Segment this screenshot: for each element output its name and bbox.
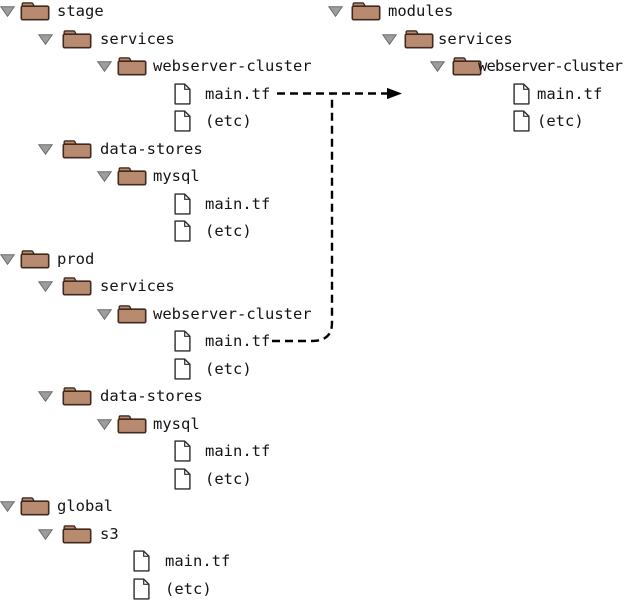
folder-label: services bbox=[100, 29, 175, 48]
folder-label: mysql bbox=[153, 414, 200, 433]
file-icon bbox=[174, 192, 191, 215]
folder-icon bbox=[117, 414, 147, 434]
folder-row-s3[interactable]: s3 bbox=[0, 521, 630, 547]
folder-label: global bbox=[57, 497, 113, 515]
file-row-etc[interactable]: (etc) bbox=[0, 108, 630, 134]
triangle-down-icon[interactable] bbox=[37, 528, 54, 540]
file-icon bbox=[174, 82, 191, 105]
file-icon bbox=[174, 440, 191, 462]
folder-icon bbox=[62, 386, 92, 406]
file-row-etc[interactable]: (etc) bbox=[0, 576, 630, 602]
folder-label: modules bbox=[388, 2, 454, 20]
triangle-down-icon[interactable] bbox=[381, 33, 398, 45]
triangle-down-icon[interactable] bbox=[0, 501, 16, 513]
folder-row-mysql[interactable]: mysql bbox=[0, 163, 630, 189]
file-label: (etc) bbox=[165, 579, 212, 598]
file-icon bbox=[133, 577, 150, 600]
triangle-down-icon[interactable] bbox=[0, 253, 16, 265]
folder-row-data-stores[interactable]: data-stores bbox=[0, 383, 630, 409]
file-row-main-tf[interactable]: main.tf bbox=[0, 81, 630, 107]
file-label: main.tf bbox=[205, 332, 271, 350]
folder-row-mysql[interactable]: mysql bbox=[0, 411, 630, 437]
file-icon bbox=[174, 357, 191, 380]
file-row-main-tf[interactable]: main.tf bbox=[0, 548, 630, 574]
triangle-down-icon[interactable] bbox=[429, 61, 446, 73]
folder-icon bbox=[452, 56, 482, 76]
folder-row-services[interactable]: services bbox=[0, 26, 630, 52]
folder-icon bbox=[62, 139, 92, 159]
file-icon bbox=[174, 330, 191, 352]
file-row-main-tf[interactable]: main.tf bbox=[0, 81, 630, 107]
triangle-down-icon[interactable] bbox=[96, 171, 113, 183]
file-icon bbox=[513, 82, 530, 105]
triangle-down-icon[interactable] bbox=[37, 281, 54, 293]
file-row-main-tf[interactable]: main.tf bbox=[0, 328, 630, 354]
file-row-etc[interactable]: (etc) bbox=[0, 466, 630, 492]
folder-label: webserver-cluster bbox=[153, 304, 312, 323]
folder-row-data-stores[interactable]: data-stores bbox=[0, 136, 630, 162]
triangle-down-icon[interactable] bbox=[37, 143, 54, 155]
folder-label: s3 bbox=[100, 524, 119, 543]
triangle-down-icon[interactable] bbox=[0, 6, 16, 18]
file-label: (etc) bbox=[205, 469, 252, 488]
folder-icon bbox=[117, 166, 147, 186]
folder-row-services[interactable]: services bbox=[0, 273, 630, 299]
folder-label: webserver-cluster bbox=[153, 57, 312, 75]
file-row-etc[interactable]: (etc) bbox=[0, 218, 630, 244]
file-label: (etc) bbox=[205, 112, 252, 130]
folder-icon bbox=[20, 1, 50, 21]
file-icon bbox=[174, 220, 191, 242]
folder-icon bbox=[20, 496, 50, 516]
folder-icon bbox=[404, 29, 434, 49]
triangle-down-icon[interactable] bbox=[96, 61, 113, 73]
folder-row-services[interactable]: services bbox=[0, 26, 630, 52]
folder-row-stage[interactable]: stage bbox=[0, 0, 630, 24]
file-icon bbox=[133, 550, 150, 572]
file-label: main.tf bbox=[205, 442, 271, 460]
triangle-down-icon[interactable] bbox=[37, 391, 54, 403]
file-label: (etc) bbox=[205, 222, 252, 240]
file-icon bbox=[174, 467, 191, 490]
triangle-down-icon[interactable] bbox=[37, 33, 54, 45]
folder-label: prod bbox=[57, 249, 95, 268]
folder-icon bbox=[62, 29, 92, 49]
file-row-etc[interactable]: (etc) bbox=[0, 356, 630, 382]
folder-label: mysql bbox=[153, 167, 200, 185]
file-label: (etc) bbox=[537, 112, 584, 130]
folder-row-webserver-cluster[interactable]: webserver-cluster bbox=[0, 301, 630, 327]
folder-row-global[interactable]: global bbox=[0, 493, 630, 519]
file-row-main-tf[interactable]: main.tf bbox=[0, 438, 630, 464]
file-icon bbox=[174, 110, 191, 132]
folder-icon bbox=[351, 1, 381, 21]
folder-row-webserver-cluster[interactable]: webserver-cluster bbox=[0, 53, 630, 79]
folder-icon bbox=[62, 524, 92, 544]
triangle-down-icon[interactable] bbox=[96, 308, 113, 320]
triangle-down-icon[interactable] bbox=[96, 418, 113, 430]
file-label: main.tf bbox=[205, 84, 271, 103]
folder-label: data-stores bbox=[100, 139, 203, 158]
folder-label: services bbox=[438, 29, 513, 48]
folder-row-modules[interactable]: modules bbox=[0, 0, 630, 24]
folder-icon bbox=[62, 276, 92, 296]
triangle-down-icon[interactable] bbox=[327, 6, 344, 18]
file-label: main.tf bbox=[537, 84, 603, 103]
folder-row-prod[interactable]: prod bbox=[0, 246, 630, 272]
folder-label: services bbox=[100, 277, 175, 295]
file-label: main.tf bbox=[165, 552, 231, 570]
file-label: (etc) bbox=[205, 359, 252, 378]
file-icon bbox=[513, 110, 530, 132]
folder-icon bbox=[20, 249, 50, 269]
file-row-main-tf[interactable]: main.tf bbox=[0, 191, 630, 217]
folder-row-webserver-cluster[interactable]: webserver-cluster bbox=[0, 53, 630, 79]
file-row-etc[interactable]: (etc) bbox=[0, 108, 630, 134]
folder-label: data-stores bbox=[100, 387, 203, 405]
folder-label: stage bbox=[57, 2, 104, 20]
folder-icon bbox=[117, 304, 147, 324]
file-label: main.tf bbox=[205, 194, 271, 213]
folder-icon bbox=[117, 56, 147, 76]
folder-label: webserver-cluster bbox=[478, 57, 623, 75]
